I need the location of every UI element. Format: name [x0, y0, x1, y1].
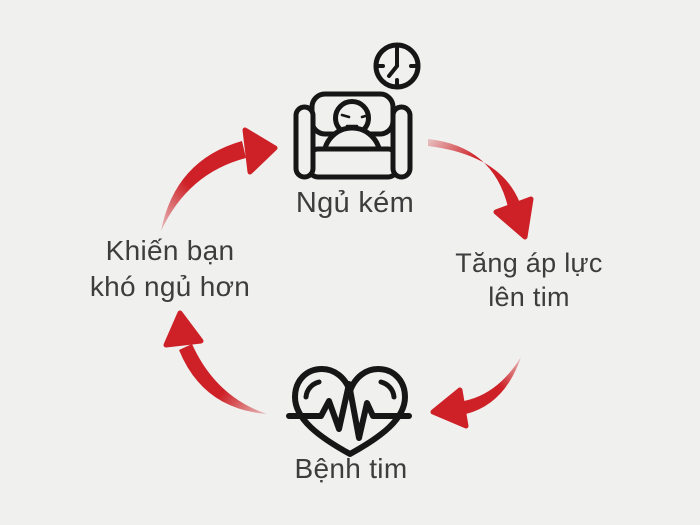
heart-right-accent	[378, 379, 397, 400]
label-poor-sleep-text: Ngủ kém	[295, 187, 415, 219]
label-heart-pressure-line1: Tăng áp lực	[455, 248, 603, 278]
heart-left-accent	[303, 379, 322, 400]
label-poor-sleep: Ngủ kém	[265, 186, 445, 220]
clock-icon	[373, 42, 421, 90]
blanket-shape	[306, 146, 400, 180]
label-harder-to-sleep-line1: Khiến bạn	[105, 235, 235, 266]
heart-outline	[292, 366, 408, 457]
arrow-top-to-right	[428, 139, 534, 240]
label-heart-disease: Bệnh tim	[271, 452, 431, 485]
arrow-bottom-to-left	[163, 310, 267, 414]
label-heart-pressure: Tăng áp lực lên tim	[429, 246, 629, 314]
arrow-right-to-bottom	[430, 357, 521, 429]
ecg-line	[286, 381, 412, 441]
heart-ecg-icon	[286, 366, 412, 457]
label-heart-disease-text: Bệnh tim	[294, 453, 408, 484]
label-harder-to-sleep: Khiến bạn khó ngủ hơn	[70, 233, 270, 305]
label-heart-pressure-line2: lên tim	[488, 282, 570, 312]
sleeping-person-bed-icon	[293, 91, 413, 180]
bed-right-post	[390, 104, 413, 180]
label-harder-to-sleep-line2: khó ngủ hơn	[89, 271, 251, 302]
bed-left-post	[293, 104, 316, 180]
arrow-left-to-top	[161, 127, 278, 231]
